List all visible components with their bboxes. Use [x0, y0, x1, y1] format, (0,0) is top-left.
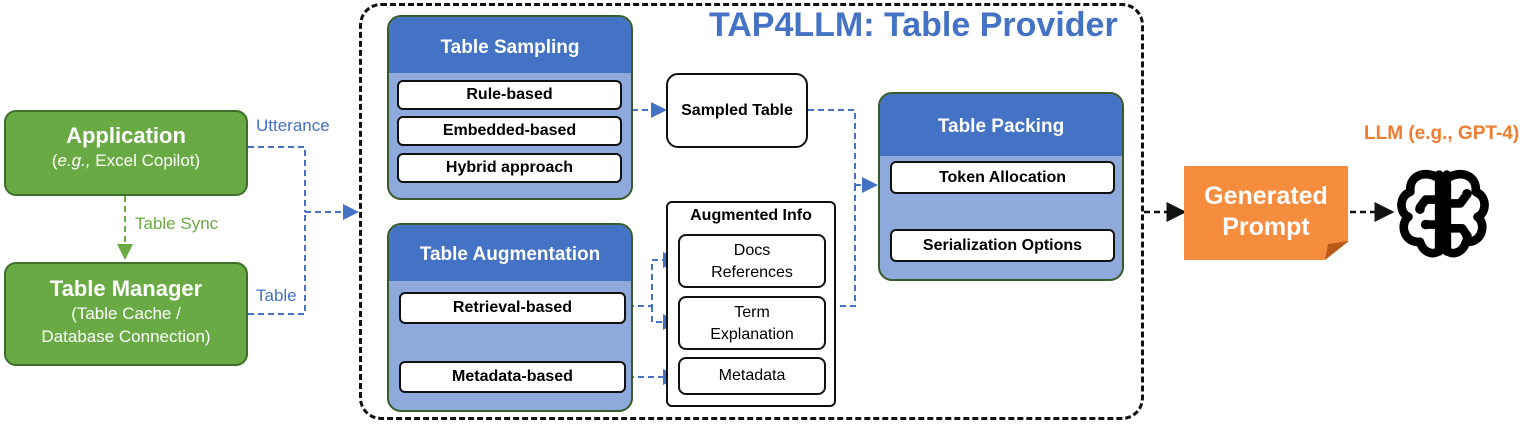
metadata-based-item: Metadata-based [399, 361, 626, 393]
table-manager-title: Table Manager [49, 276, 203, 301]
generated-prompt-line1: Generated [1204, 182, 1328, 210]
application-title: Application [66, 123, 186, 148]
table-manager-box: Table Manager (Table Cache / Database Co… [4, 262, 248, 366]
table-manager-line2: Database Connection) [41, 327, 211, 346]
table-packing-title: Table Packing [880, 94, 1122, 156]
note-fold-icon [1325, 241, 1349, 260]
hybrid-approach-item: Hybrid approach [397, 153, 622, 183]
table-sync-label: Table Sync [135, 214, 219, 233]
application-box: Application (e.g., Excel Copilot) [4, 110, 248, 196]
embedded-based-item: Embedded-based [397, 116, 622, 146]
docs-references-item: Docs References [678, 234, 826, 288]
term-explanation-item: Term Explanation [678, 296, 826, 350]
augmented-info-title: Augmented Info [690, 207, 812, 224]
llm-label: LLM (e.g., GPT-4) [1364, 123, 1520, 144]
utterance-connector [248, 146, 306, 212]
table-augmentation-title: Table Augmentation [389, 225, 631, 281]
retrieval-based-item: Retrieval-based [399, 292, 626, 324]
table-label: Table [256, 286, 297, 305]
generated-prompt-box: Generated Prompt [1184, 166, 1348, 260]
token-allocation-item: Token Allocation [890, 161, 1115, 194]
application-subtitle: (e.g., Excel Copilot) [51, 151, 201, 170]
application-subtitle-eg: e.g., [57, 151, 91, 170]
utterance-label: Utterance [256, 116, 330, 135]
brain-icon [1397, 170, 1489, 258]
rule-based-item: Rule-based [397, 80, 622, 110]
serialization-options-item: Serialization Options [890, 229, 1115, 262]
table-provider-title: TAP4LLM: Table Provider [709, 6, 1118, 44]
table-provider-frame [359, 3, 1144, 420]
table-manager-line1: (Table Cache / [71, 304, 181, 323]
generated-prompt-line2: Prompt [1222, 213, 1310, 241]
table-sampling-title: Table Sampling [389, 17, 631, 73]
sampled-table-box: Sampled Table [666, 73, 808, 148]
metadata-item: Metadata [678, 357, 826, 395]
